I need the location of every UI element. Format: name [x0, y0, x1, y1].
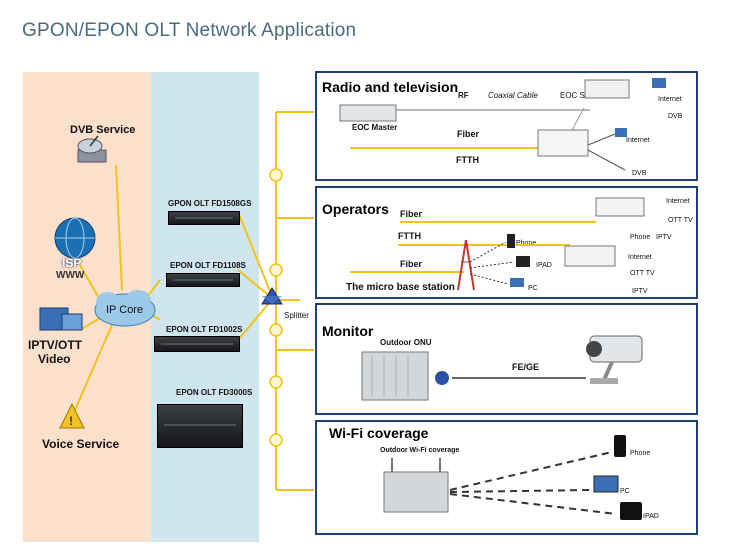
voice-service-icon: ! — [59, 402, 85, 429]
tv-icon — [652, 78, 666, 88]
olt-band — [151, 72, 259, 542]
phone-label-op: Phone — [516, 240, 537, 247]
satellite-dish-icon — [77, 135, 107, 163]
outdoor-onu-label: Outdoor ONU — [380, 338, 432, 347]
page-title: GPON/EPON OLT Network Application — [22, 20, 357, 41]
olt-label-3: EPON OLT FD1002S — [166, 325, 243, 334]
ipad-label-op: IPAD — [536, 262, 552, 269]
tv-screens-icon — [39, 307, 83, 331]
phone-icon — [507, 234, 515, 248]
eoc-master-label: EOC Master — [352, 123, 398, 132]
security-camera-icon — [586, 335, 643, 384]
ont-device-1 — [595, 197, 645, 217]
micro-base-station-label: The micro base station — [346, 282, 455, 293]
dvb-label-radio-2: DVB — [632, 170, 647, 177]
eoc-master-device — [339, 104, 397, 122]
monitor-title: Monitor — [322, 323, 374, 339]
iptv-label-op-1: IPTV — [656, 234, 672, 241]
olt-device-1 — [168, 211, 240, 225]
eoc-slave-device — [584, 79, 630, 99]
rf-label: RF — [458, 91, 469, 100]
outdoor-wifi-ap-device — [383, 471, 449, 513]
laptop-icon — [510, 278, 524, 287]
fiber-label-op-1: Fiber — [400, 209, 423, 219]
olt-label-2: EPON OLT FD1108S — [170, 261, 246, 270]
svg-text:!: ! — [69, 414, 73, 428]
splitter-label: Splitter — [284, 311, 309, 320]
ftth-label-radio: FTTH — [456, 155, 479, 165]
radio-tv-panel — [315, 71, 698, 181]
cell-tower-icon — [457, 239, 475, 291]
cloud-icon — [94, 290, 156, 327]
internet-label-radio-1: Internet — [658, 96, 682, 103]
ott-label-op-1: OTT TV — [668, 217, 693, 224]
internet-label-op-1: Internet — [666, 198, 690, 205]
olt-device-3 — [154, 336, 240, 352]
radio-tv-title: Radio and television — [322, 79, 459, 95]
ftth-onu-device — [537, 129, 589, 157]
outdoor-onu-device — [361, 351, 429, 401]
ip-core-label: IP Core — [106, 304, 144, 316]
olt-label-4: EPON OLT FD3000S — [176, 388, 253, 397]
tablet-icon-wifi — [620, 502, 642, 520]
fiber-label-op-2: Fiber — [400, 259, 423, 269]
iptv-ott-label: IPTV/OTT — [28, 338, 82, 352]
internet-label-op-2: Internet — [628, 254, 652, 261]
wifi-title: Wi-Fi coverage — [329, 425, 429, 441]
dvb-label-radio-1: DVB — [668, 113, 683, 120]
olt-device-2 — [166, 273, 240, 287]
coax-label: Coaxial Cable — [488, 91, 538, 100]
voice-service-label: Voice Service — [42, 437, 120, 451]
pc-label-wifi: PC — [620, 488, 630, 495]
olt-label-1: GPON OLT FD1508GS — [168, 199, 252, 208]
laptop-icon-wifi — [593, 475, 619, 493]
fiber-label-radio: Fiber — [457, 129, 480, 139]
cable-reel-icon — [435, 371, 449, 385]
operators-title: Operators — [322, 201, 389, 217]
internet-label-radio-2: Internet — [626, 137, 650, 144]
video-label: Video — [38, 352, 71, 366]
tablet-icon — [516, 256, 530, 267]
globe-icon — [54, 217, 96, 259]
www-label: WWW — [56, 270, 85, 281]
fege-label: FE/GE — [512, 362, 540, 372]
eoc-slave-label: EOC Slave — [560, 91, 600, 100]
phone-label-wifi: Phone — [630, 450, 651, 457]
olt-device-4 — [157, 404, 243, 448]
phone-label-op-2: Phone — [630, 234, 651, 241]
ftth-label-op: FTTH — [398, 231, 421, 241]
ont-device-2 — [564, 245, 616, 267]
pc-label-op: PC — [528, 285, 538, 292]
outdoor-wifi-label: Outdoor Wi-Fi coverage — [380, 447, 460, 454]
pc-icon — [615, 128, 627, 137]
isp-label: ISP — [62, 256, 82, 270]
ott-label-op-2: OTT TV — [630, 270, 655, 277]
iptv-label-op-2: IPTV — [632, 288, 648, 295]
dvb-service-label: DVB Service — [70, 124, 136, 136]
ipad-label-wifi: IPAD — [643, 513, 659, 520]
phone-icon-wifi — [614, 435, 626, 457]
